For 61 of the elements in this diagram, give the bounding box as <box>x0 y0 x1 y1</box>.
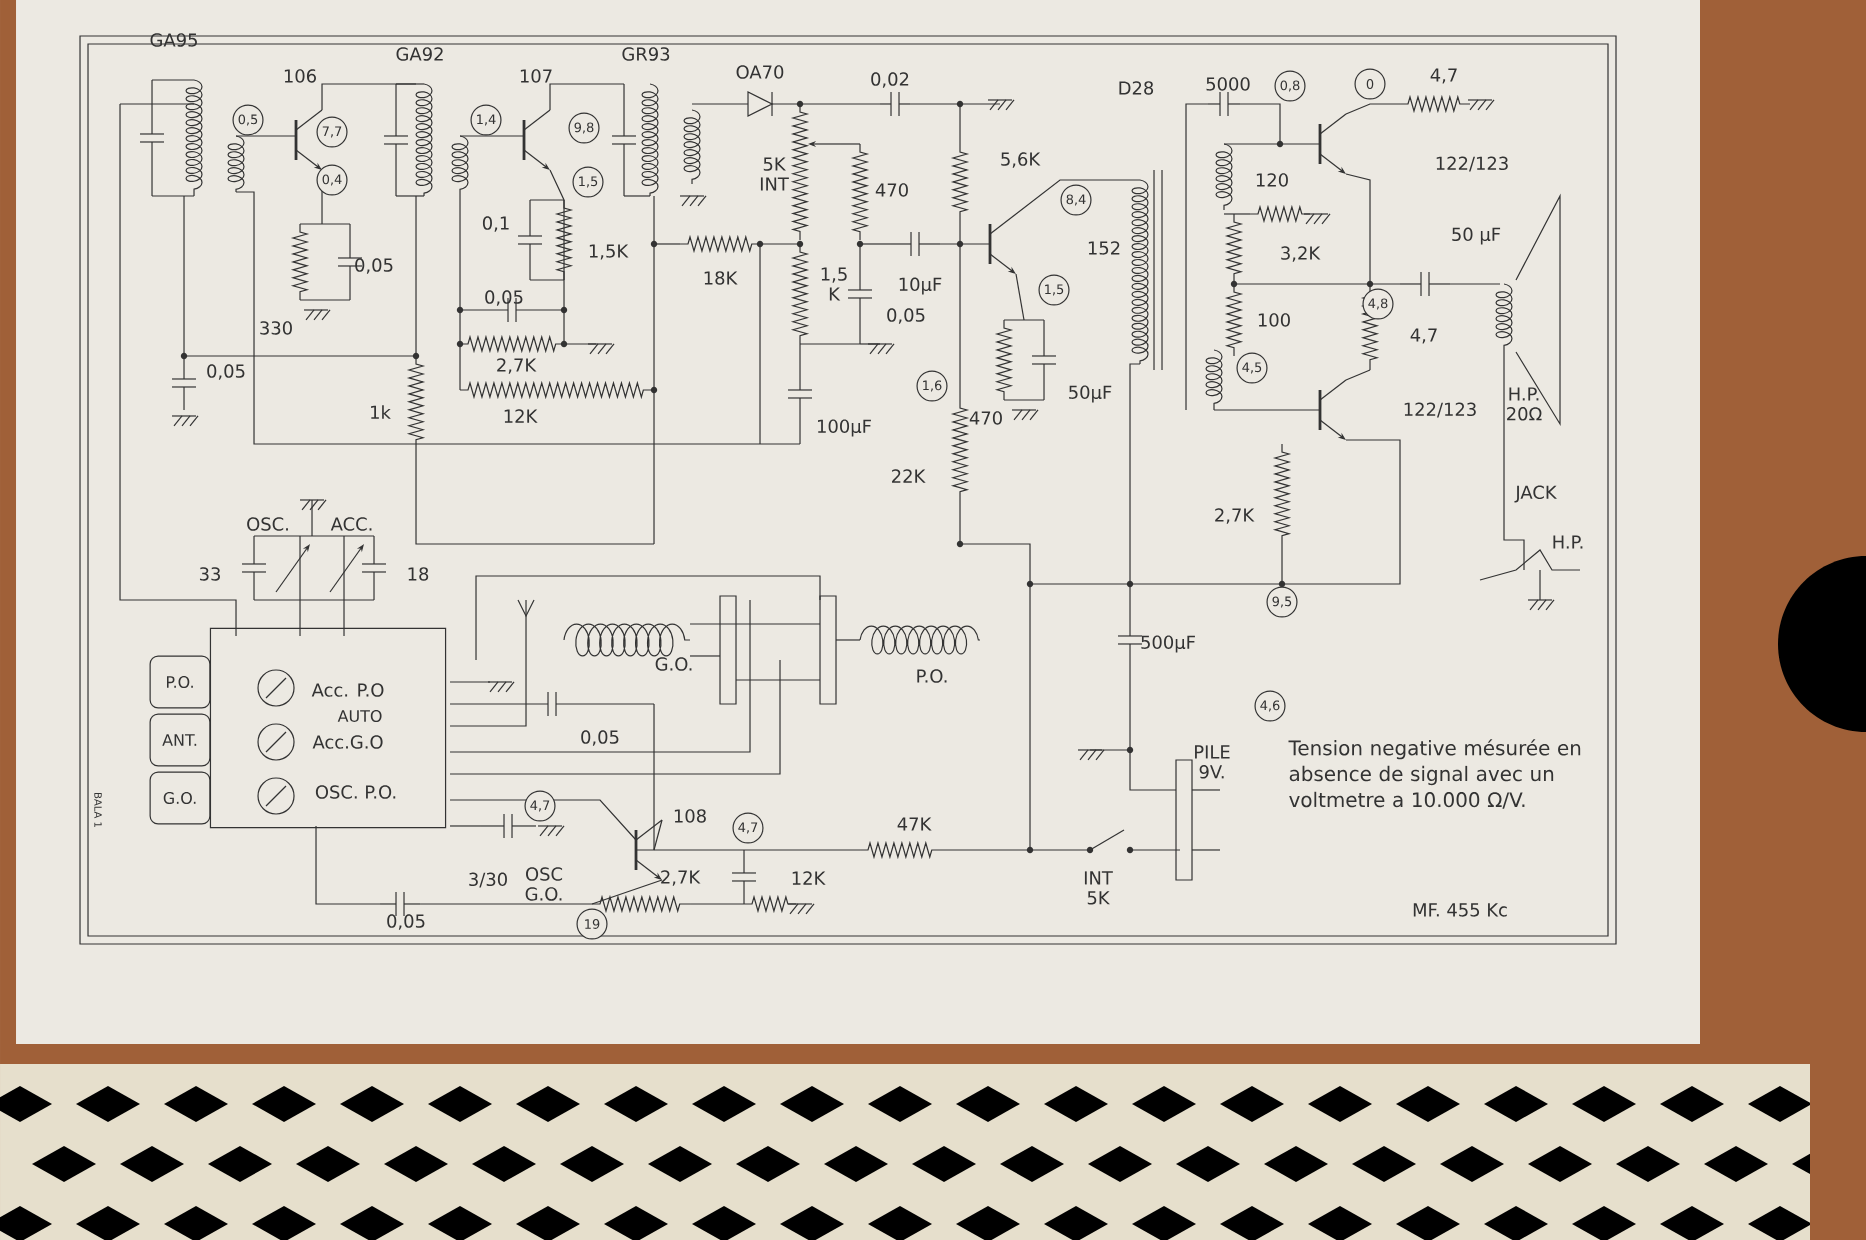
component-label: 1,5K <box>589 244 629 260</box>
component-label: 152 <box>1088 241 1120 255</box>
component-label: 330 <box>260 321 292 335</box>
component-label: GR93 <box>622 47 670 61</box>
component-label: 4,7 <box>1430 68 1457 84</box>
component-label: 100µF <box>818 419 871 437</box>
component-label: 122/123 <box>1436 156 1508 172</box>
component-label: 0,02 <box>871 72 909 88</box>
component-label: 50µF <box>1069 385 1112 403</box>
component-label: 122/123 <box>1404 402 1476 418</box>
component-label: INT 5K <box>1084 871 1113 905</box>
component-label: 0,05 <box>355 258 393 274</box>
component-label: 0,05 <box>207 364 245 380</box>
component-label: 3/30 <box>469 872 507 888</box>
component-label: 5,6K <box>1001 152 1041 168</box>
note-text: Tension negative mésurée en absence de signal avec un voltmetre a 10.000 Ω/V. <box>1288 739 1581 809</box>
component-label: 108 <box>674 809 706 823</box>
component-label: 0,1 <box>482 216 509 232</box>
component-label: 1k <box>371 405 391 419</box>
component-label: 50 µF <box>1452 227 1501 245</box>
component-label: G.O. <box>655 657 692 671</box>
component-label: OSC. <box>247 517 288 531</box>
component-label: 18K <box>704 271 738 285</box>
component-label: 2,7K <box>1215 508 1255 524</box>
component-label: 5000 <box>1206 77 1250 91</box>
component-label: D28 <box>1119 81 1154 95</box>
component-label: 470 <box>875 183 908 197</box>
component-label: 0,05 <box>887 308 925 324</box>
component-label: 0,05 <box>581 730 619 746</box>
component-label: 100 <box>1258 313 1290 327</box>
component-label: JACK <box>1514 485 1557 503</box>
component-label: 500µF <box>1141 635 1195 653</box>
component-label: 33 <box>200 567 220 581</box>
component-label: 10µF <box>899 277 942 295</box>
component-label: 12K <box>504 409 538 423</box>
component-label: 1,5 K <box>821 267 847 301</box>
component-label: PILE 9V. <box>1195 745 1230 779</box>
component-label: 120 <box>1256 173 1288 187</box>
component-label: ACC. <box>330 517 372 531</box>
component-label: 4,7 <box>1410 328 1437 344</box>
component-label: 3,2K <box>1281 246 1321 262</box>
component-label: MF. 455 Kc <box>1413 903 1507 917</box>
component-label: 470 <box>969 411 1002 425</box>
component-label: H.P. <box>1553 535 1583 549</box>
component-label: OSC G.O. <box>525 867 563 901</box>
component-label: P.O. <box>917 669 947 683</box>
component-label: GA95 <box>150 33 197 47</box>
component-label: 5K INT <box>760 157 789 191</box>
component-label: 106 <box>284 69 316 83</box>
component-label: 47K <box>897 817 932 831</box>
component-label: 2,7K <box>497 358 537 374</box>
component-label: OA70 <box>736 65 784 79</box>
component-label: 0,05 <box>485 290 523 306</box>
component-label: 107 <box>520 69 552 83</box>
component-label: GA92 <box>396 47 443 61</box>
component-label: 12K <box>792 871 826 885</box>
component-label: H.P. 20Ω <box>1507 387 1542 421</box>
component-label: 0,05 <box>387 914 425 930</box>
component-label: 2,7K <box>661 870 701 886</box>
component-label: 22K <box>892 469 926 483</box>
component-label: 18 <box>408 567 429 581</box>
